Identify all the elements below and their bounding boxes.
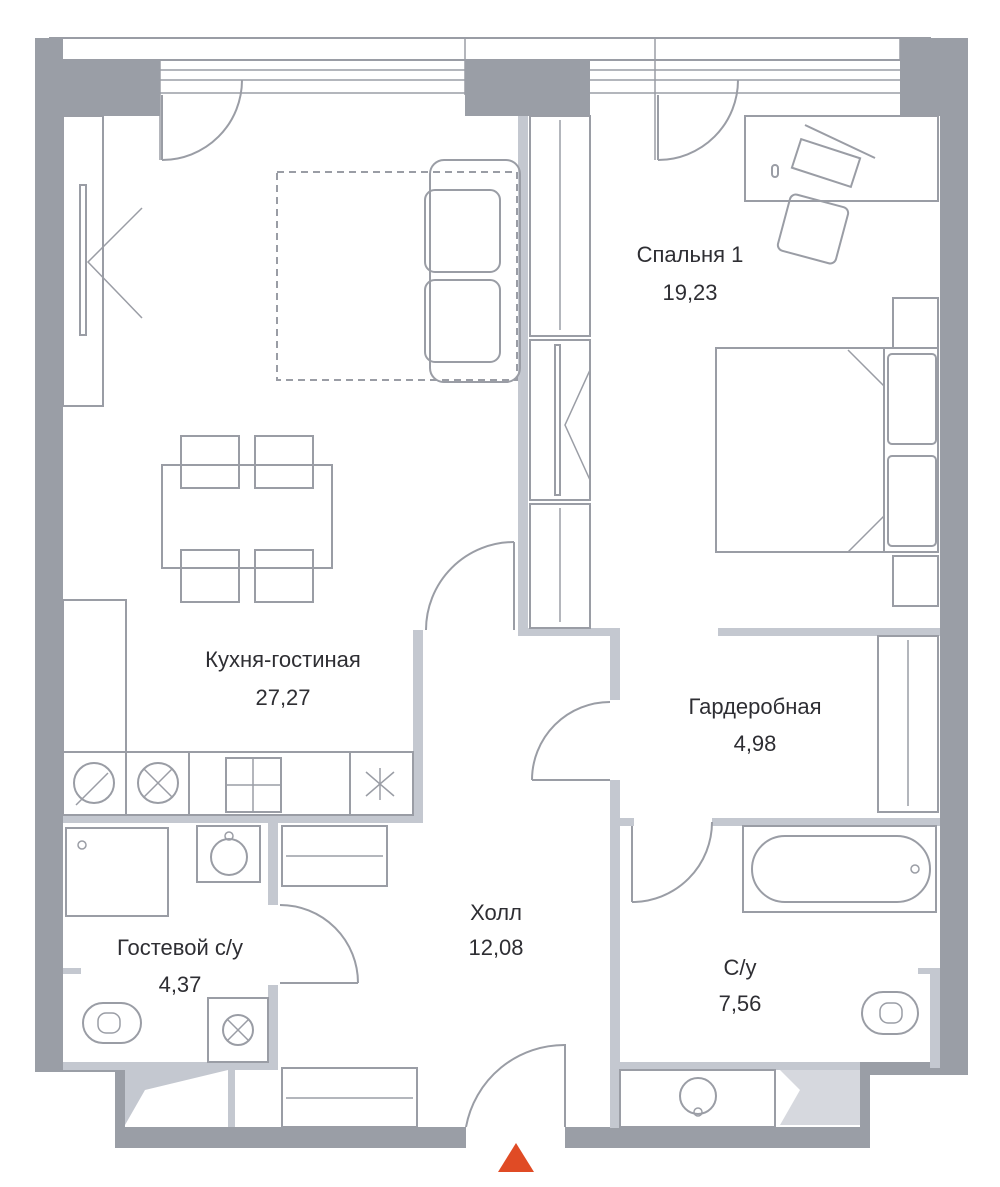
room-name: Спальня 1 bbox=[637, 242, 744, 267]
room-name: Холл bbox=[470, 900, 522, 925]
partitions bbox=[63, 116, 940, 1128]
room-area: 12,08 bbox=[468, 935, 523, 960]
dining-table bbox=[161, 435, 333, 603]
outer-walls bbox=[35, 38, 968, 1148]
room-label-wardrobe: Гардеробная 4,98 bbox=[688, 694, 821, 756]
room-area: 19,23 bbox=[662, 280, 717, 305]
room-area: 7,56 bbox=[719, 991, 762, 1016]
tv-unit bbox=[62, 115, 143, 407]
wardrobes bbox=[281, 115, 939, 1128]
bathtub bbox=[742, 825, 937, 913]
room-label-guest-bathroom: Гостевой с/у 4,37 bbox=[117, 935, 243, 997]
doors bbox=[161, 79, 739, 1128]
room-label-kitchen-living: Кухня-гостиная 27,27 bbox=[205, 647, 361, 710]
room-name: С/у bbox=[724, 955, 757, 980]
kitchen bbox=[62, 599, 414, 816]
toilets bbox=[82, 991, 919, 1044]
sinks-and-fixtures bbox=[65, 825, 717, 1117]
desk bbox=[744, 115, 939, 265]
room-label-hall: Холл 12,08 bbox=[468, 900, 523, 960]
room-area: 4,98 bbox=[734, 731, 777, 756]
sofa bbox=[424, 159, 521, 383]
bed bbox=[715, 297, 939, 607]
room-area: 4,37 bbox=[159, 972, 202, 997]
windows bbox=[159, 38, 901, 160]
room-area: 27,27 bbox=[255, 685, 310, 710]
entrance-marker bbox=[498, 1143, 534, 1172]
room-name: Гостевой с/у bbox=[117, 935, 243, 960]
room-label-bathroom: С/у 7,56 bbox=[719, 955, 762, 1016]
room-label-bedroom: Спальня 1 19,23 bbox=[637, 242, 744, 305]
room-name: Кухня-гостиная bbox=[205, 647, 361, 672]
rug bbox=[276, 171, 518, 381]
window-strip bbox=[49, 37, 931, 61]
room-name: Гардеробная bbox=[688, 694, 821, 719]
